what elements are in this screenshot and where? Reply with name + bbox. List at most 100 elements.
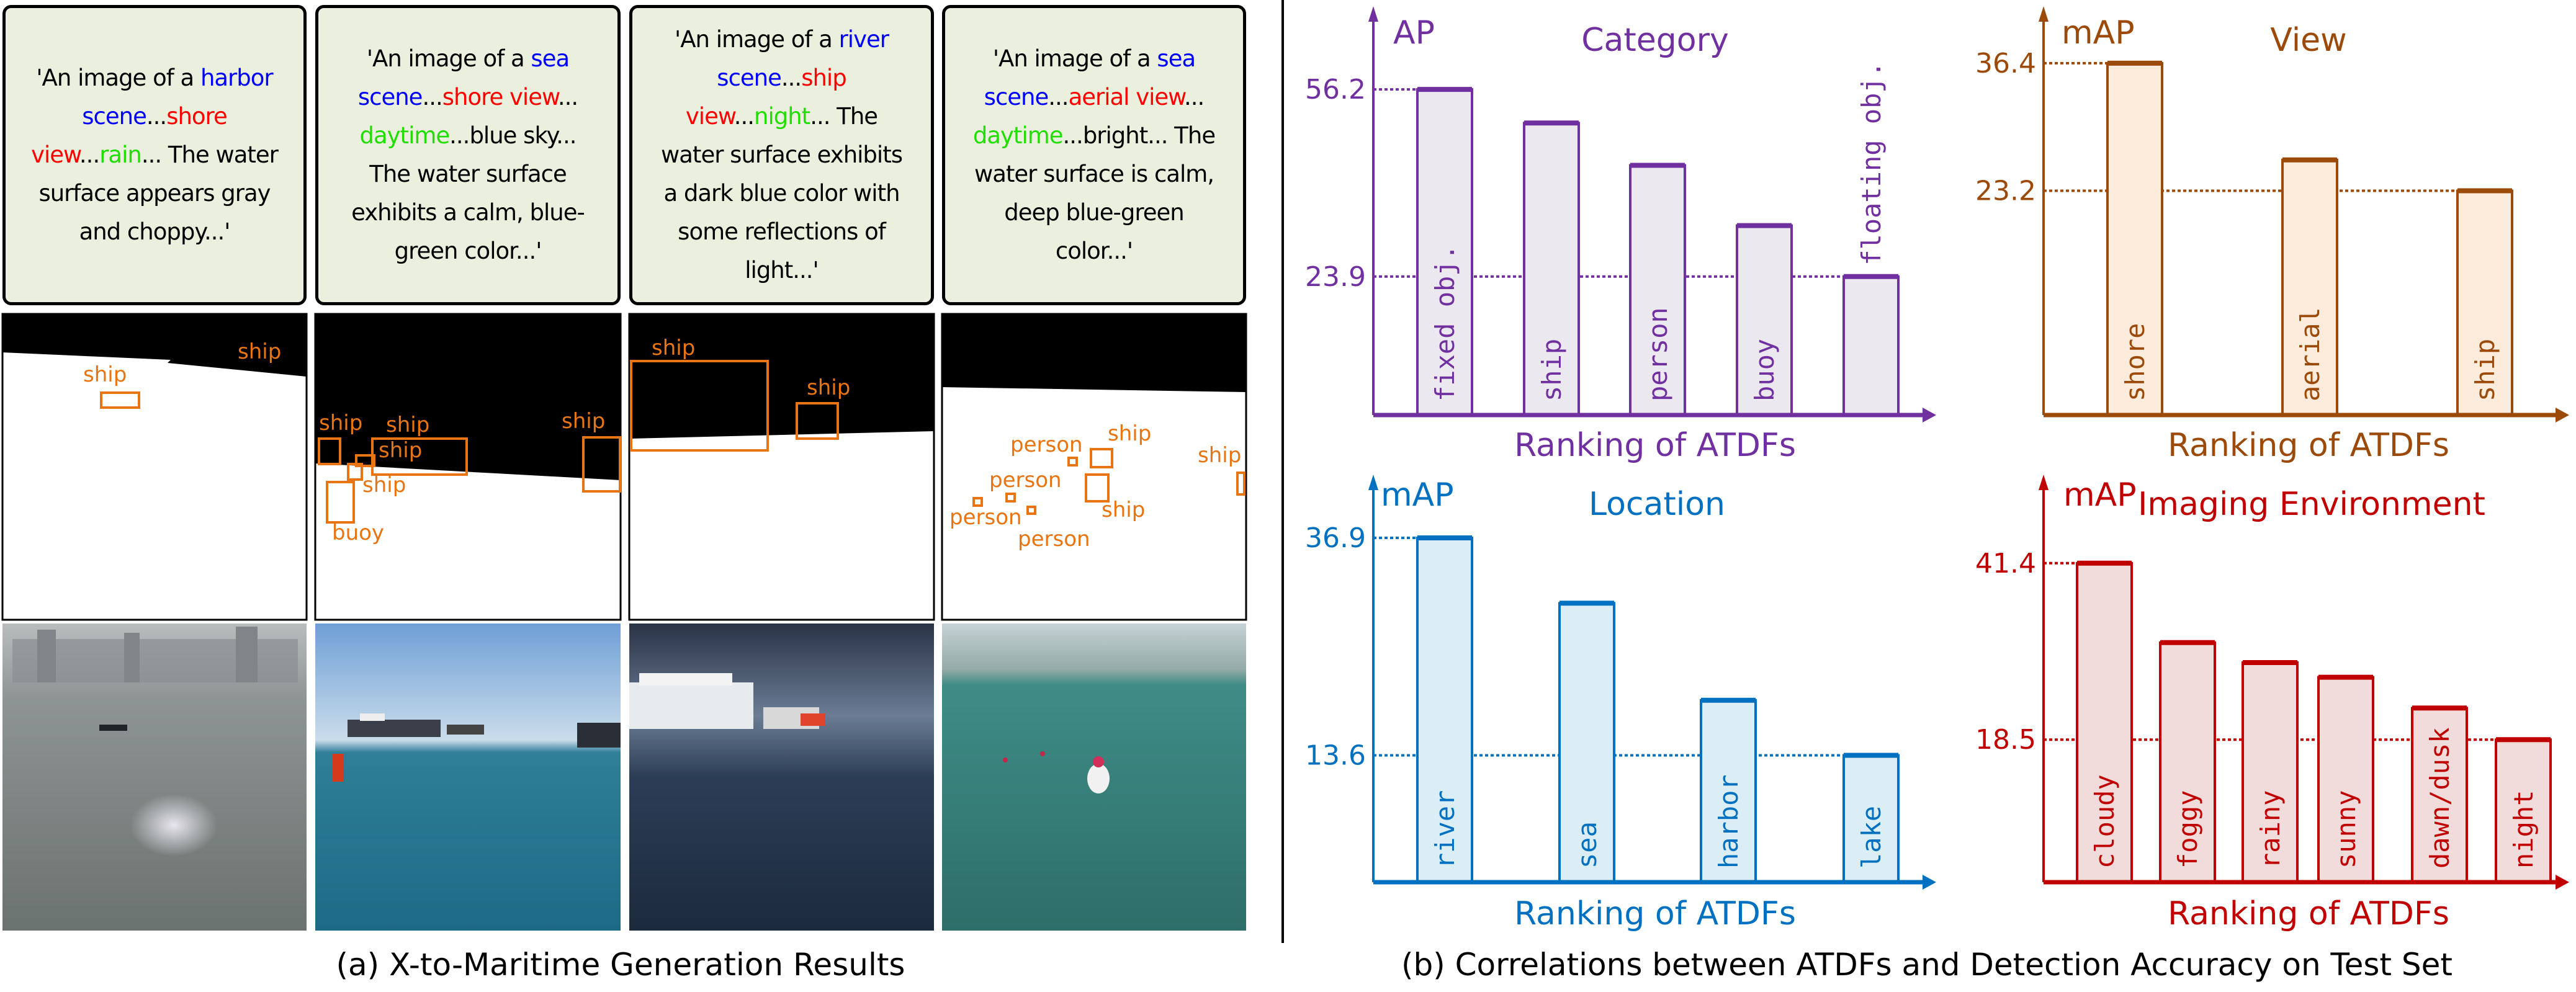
prompt-segment: light...' (745, 257, 819, 284)
bounding-box (100, 391, 140, 409)
bar (2106, 61, 2163, 416)
bar-label: rainy (2255, 790, 2286, 869)
bar-label: aerial (2295, 307, 2325, 401)
prompt-line: 'An image of a river (675, 20, 889, 59)
prompt-segment: ...blue sky... (449, 122, 577, 149)
box-label: person (1010, 432, 1083, 457)
prompt-line: water surface exhibits (661, 136, 903, 174)
y-axis-label: mAP (2063, 476, 2137, 514)
y-axis-label: mAP (1381, 476, 1454, 514)
chart-title: Category (1581, 22, 1729, 59)
prompt-segment: ... (557, 84, 578, 110)
tick-label: 36.4 (1975, 48, 2036, 79)
prompt-segment: ... (1184, 84, 1205, 110)
bar (1736, 224, 1793, 416)
bounding-box (630, 360, 769, 452)
bounding-box (1236, 471, 1245, 496)
bar-label: harbor (1713, 774, 1744, 869)
box-label: ship (83, 362, 127, 387)
mask-row: ship ship ship ship ship ship ship buoy ship ship… (1, 313, 1247, 621)
prompt-segment: scene (82, 103, 147, 130)
prompt-line: surface appears gray (38, 174, 271, 213)
prompt-segment: water surface exhibits (661, 141, 903, 168)
tick-label: 36.9 (1305, 522, 1366, 554)
prompt-segment: ... (734, 103, 755, 130)
prompt-segment: rain (99, 141, 142, 168)
prompt-line: deep blue-green (1004, 194, 1184, 232)
prompt-segment: green color...' (394, 238, 542, 264)
box-label: ship (362, 473, 406, 498)
x-axis-arrow-icon (2556, 408, 2569, 422)
prompt-line: 'An image of a harbor (36, 59, 273, 97)
bar (1523, 122, 1580, 416)
prompt-segment: view (685, 103, 735, 130)
prompt-segment: deep blue-green (1004, 199, 1184, 226)
y-axis-arrow-icon (2039, 6, 2049, 22)
prompt-segment: river (838, 26, 889, 53)
generated-image-3 (629, 623, 934, 931)
x-axis-label: Ranking of ATDFs (1514, 427, 1796, 464)
prompt-line: and choppy...' (79, 213, 231, 251)
prompt-line: scene...aerial view... (984, 78, 1205, 117)
y-axis-arrow-icon (2039, 475, 2049, 490)
tick-label: 56.2 (1305, 74, 1366, 105)
bar (2281, 158, 2338, 416)
box-label: ship (1198, 443, 1241, 468)
tick-label: 13.6 (1305, 740, 1366, 771)
bar-label: ship (1537, 339, 1567, 401)
prompt-segment: ship (801, 65, 846, 91)
prompt-segment: water surface is calm, (974, 161, 1214, 187)
tick-label: 18.5 (1975, 724, 2036, 756)
bar (1842, 754, 1900, 884)
tick-label: 23.2 (1975, 176, 2036, 207)
bounding-box (347, 463, 363, 481)
box-label: ship (562, 409, 605, 434)
bounding-box (1067, 457, 1078, 467)
prompt-segment: night (754, 103, 810, 130)
box-label: ship (319, 411, 362, 436)
prompt-segment: ... (79, 141, 100, 168)
box-label: ship (238, 339, 281, 364)
prompt-segment: view (31, 141, 80, 168)
y-axis-label: mAP (2062, 14, 2135, 51)
box-label: ship (652, 336, 695, 360)
prompt-line: daytime...bright... The (973, 117, 1216, 155)
prompt-segment: 'An image of a (366, 45, 531, 72)
prompt-line: green color...' (395, 232, 542, 270)
bounding-box (1005, 493, 1016, 503)
prompt-segment: ... The (810, 103, 878, 130)
prompt-segment: aerial view (1068, 84, 1185, 110)
prompt-line: some reflections of (678, 213, 886, 251)
bounding-box (326, 481, 355, 524)
bounding-box (318, 437, 341, 465)
prompt-segment: and choppy...' (79, 218, 231, 245)
prompt-segment: surface appears gray (38, 180, 271, 207)
x-axis-label: Ranking of ATDFs (2168, 895, 2449, 932)
prompt-segment: daytime (359, 122, 451, 149)
bounding-box (1026, 506, 1036, 515)
prompt-segment: ... (781, 65, 802, 91)
x-axis-arrow-icon (2556, 875, 2569, 890)
prompt-line: 'An image of a sea (993, 40, 1196, 78)
mask-panel-1 (1, 313, 308, 621)
bar (2456, 189, 2513, 416)
bar-label: shore (2120, 323, 2150, 401)
box-label: ship (807, 375, 850, 400)
photo-row (2, 623, 1246, 931)
box-label: ship (386, 413, 429, 437)
bar-label: night (2508, 790, 2539, 869)
bar-label: buoy (1749, 339, 1780, 401)
prompt-segment: some reflections of (678, 218, 886, 245)
bar (2495, 738, 2552, 883)
bar-label: sea (1572, 821, 1602, 869)
box-label: buoy (332, 521, 384, 545)
bar-label: river (1430, 790, 1460, 869)
prompt-line: The water surface (369, 155, 567, 194)
prompt-line: scene...shore view... (358, 78, 578, 117)
bounding-box (1085, 473, 1110, 503)
prompt-segment: 'An image of a (675, 26, 839, 53)
tick-label: 41.4 (1975, 548, 2036, 579)
